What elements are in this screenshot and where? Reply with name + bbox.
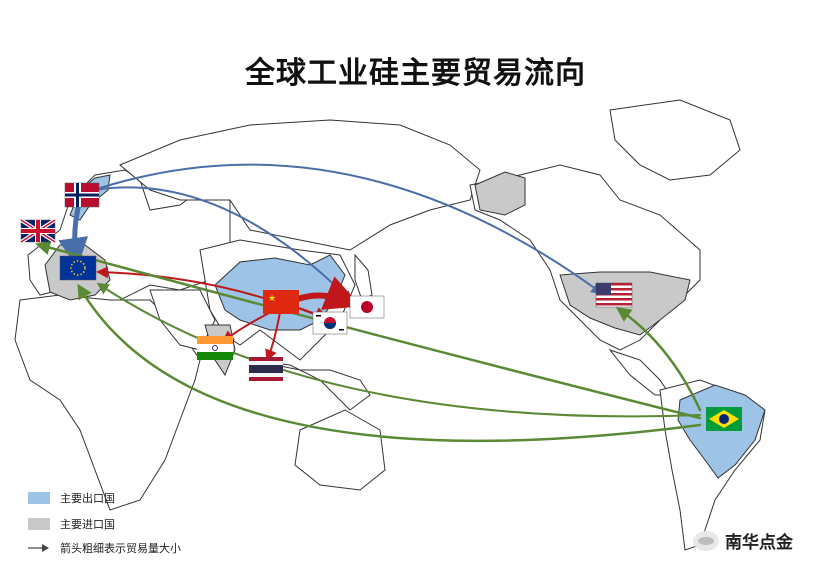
flag-eu: [59, 255, 97, 281]
map-title: 全球工业硅主要贸易流向: [245, 56, 586, 91]
flow-brazil-uk: [35, 240, 702, 420]
flow-brazil-usa: [615, 307, 702, 412]
flag-usa: [595, 282, 633, 308]
flow-brazil-eu: [77, 283, 702, 443]
land-russia: [119, 119, 481, 251]
land-japan: [354, 253, 373, 301]
flow-china-thailand: [265, 311, 281, 362]
legend-arrow: 箭头粗细表示贸易量大小: [28, 540, 181, 556]
flags: ★: [19, 182, 742, 431]
land-central-america: [608, 348, 671, 396]
land-australia: [294, 409, 386, 491]
svg-text:★: ★: [268, 294, 276, 304]
flag-india: [197, 336, 233, 360]
flow-china-eu: [96, 266, 271, 301]
legend-arrow-label: 箭头粗细表示贸易量大小: [60, 542, 181, 555]
flow-norway-usa: [99, 163, 604, 295]
arrow-icon: [28, 544, 49, 552]
legend-exporter-label: 主要出口国: [60, 492, 115, 505]
legend-exporter-swatch: [28, 492, 50, 504]
legend-importer-label: 主要进口国: [60, 518, 115, 531]
flag-thailand: [249, 357, 283, 381]
flow-brazil-japan: [96, 282, 701, 418]
land-se-asia: [249, 359, 371, 411]
legend-importer-swatch: [28, 518, 50, 530]
flow-china-japan: [292, 276, 362, 310]
watermark-label: 南华点金: [725, 533, 793, 553]
flag-japan: [349, 295, 385, 319]
flag-uk: [19, 218, 57, 244]
land-greenland: [609, 99, 741, 181]
flag-norway: [64, 182, 100, 208]
wechat-icon: [693, 530, 719, 551]
legend-exporter: 主要出口国: [28, 490, 115, 506]
region-alaska: [474, 171, 526, 216]
flow-norway-japan: [94, 186, 353, 303]
land-africa: [14, 294, 201, 511]
legend-importer: 主要进口国: [28, 516, 115, 532]
flag-china: ★: [263, 290, 299, 314]
flag-brazil: [706, 407, 742, 431]
flag-korea: [312, 311, 348, 335]
watermark: 南华点金: [693, 528, 793, 553]
